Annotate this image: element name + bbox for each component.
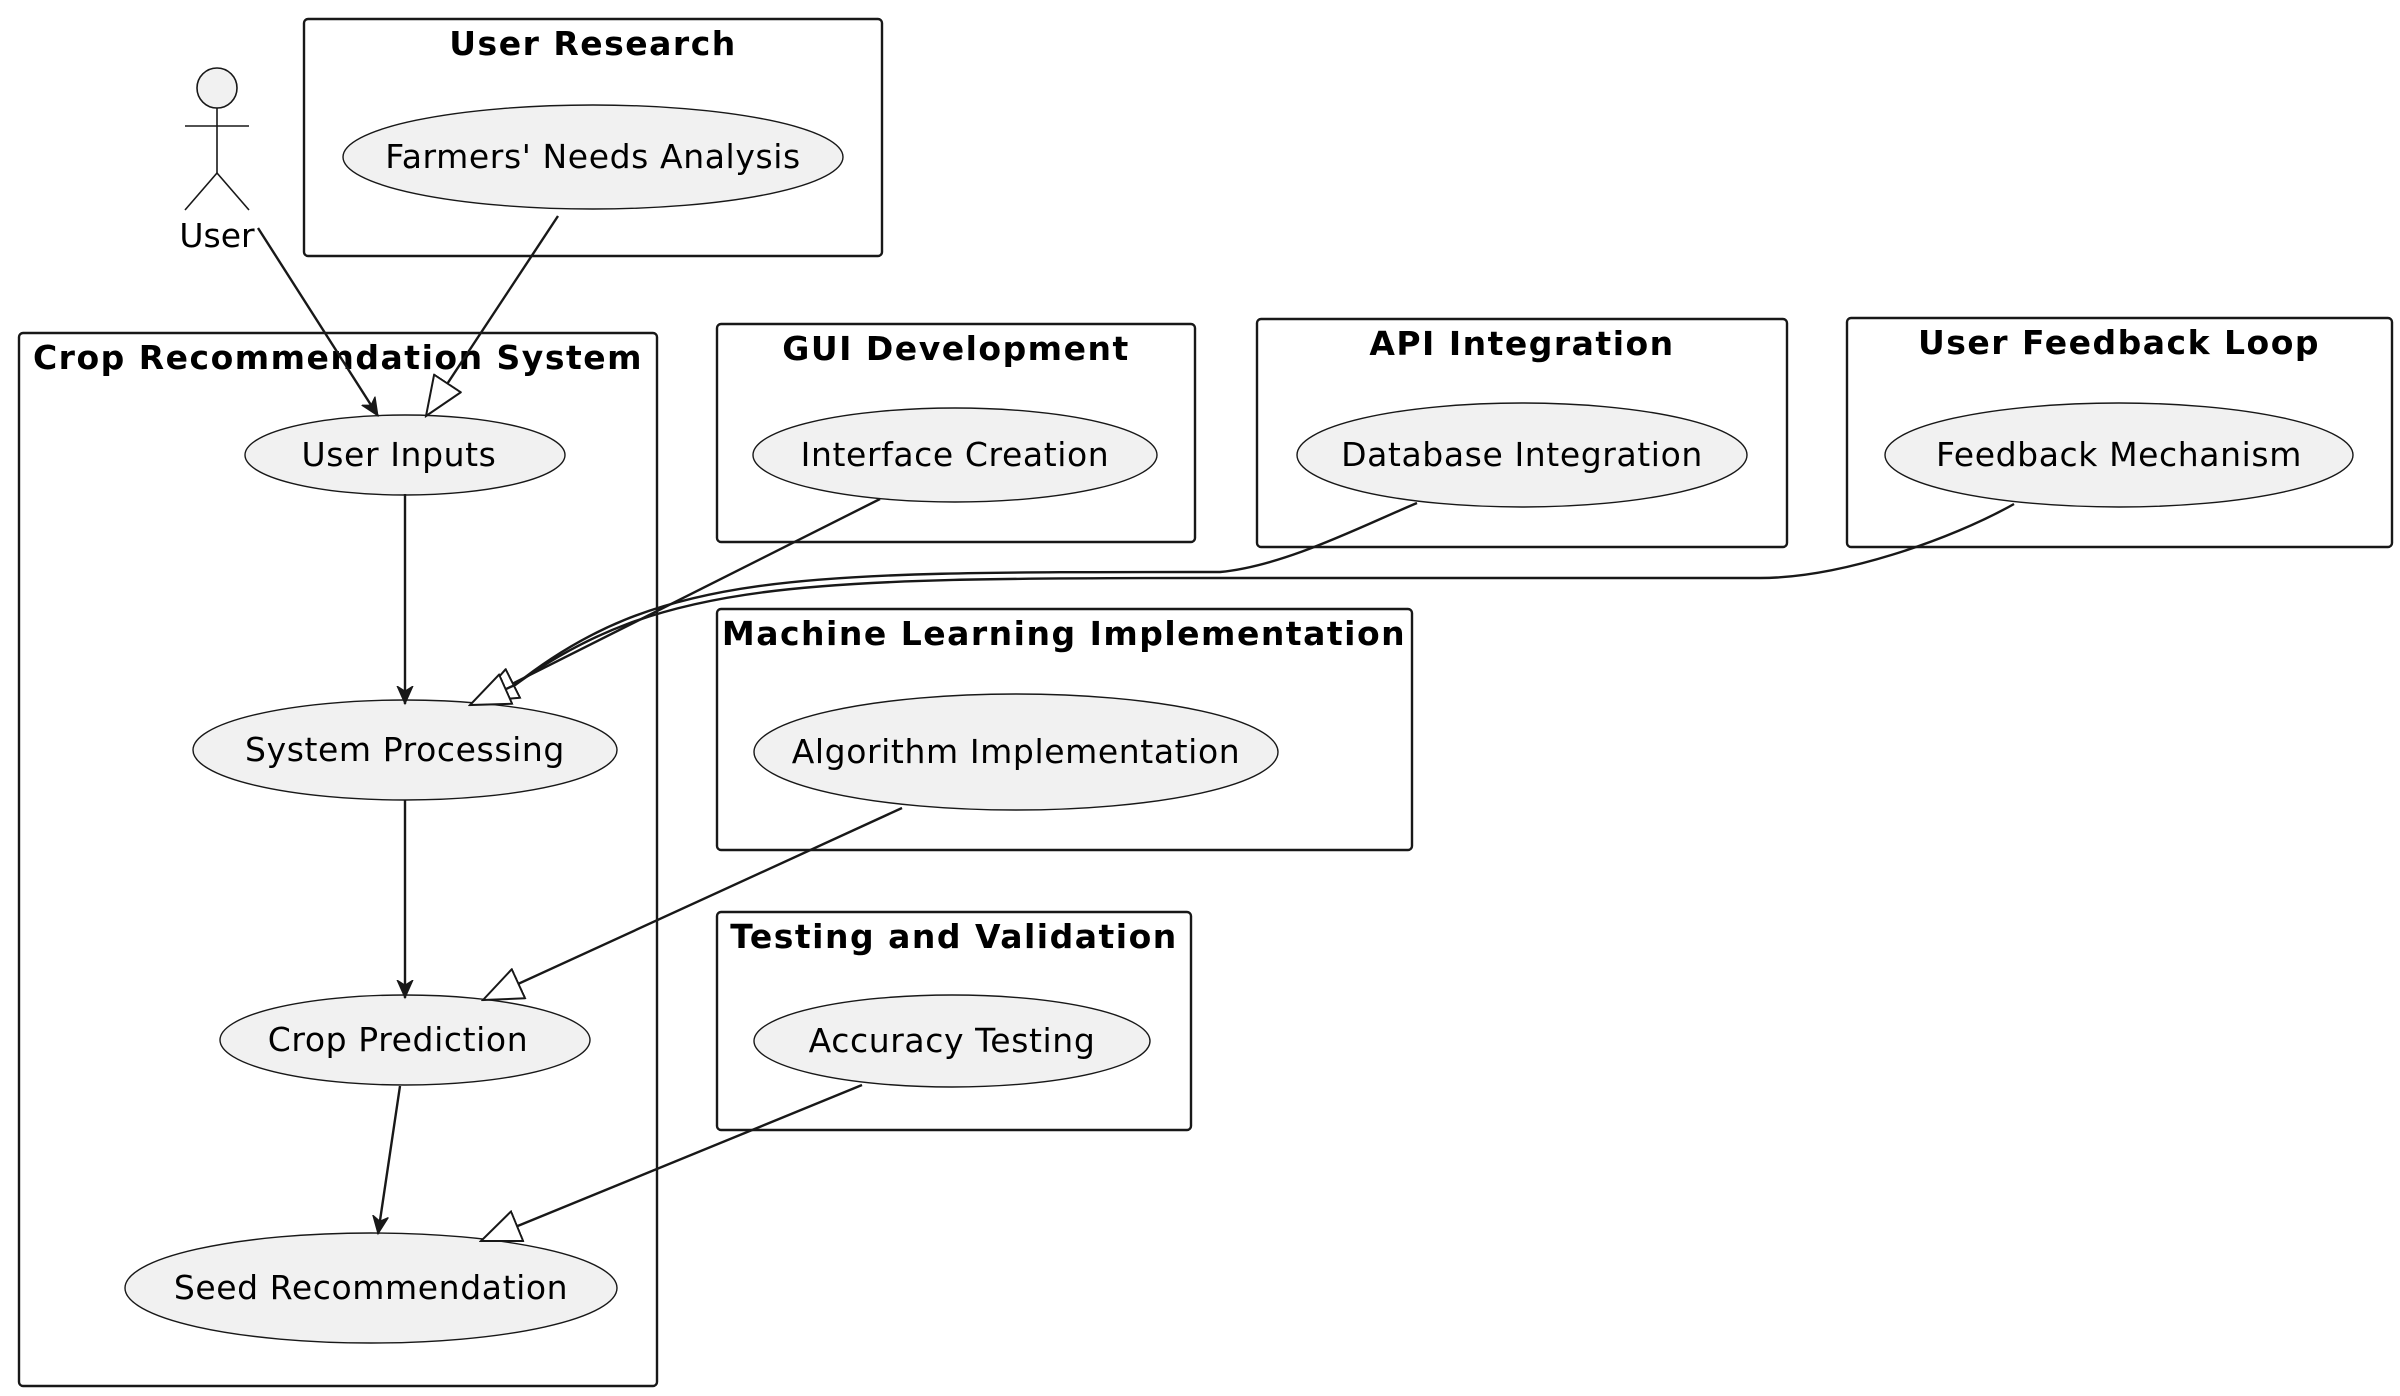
usecase-interface-creation[interactable]: Interface Creation — [752, 407, 1158, 503]
edge-interface-creation-to-system-processing — [478, 497, 881, 701]
usecase-database-integration[interactable]: Database Integration — [1296, 402, 1748, 508]
usecase-ellipse — [1884, 402, 2354, 508]
usecase-seed-recommendation[interactable]: Seed Recommendation — [124, 1232, 618, 1344]
usecase-ellipse — [753, 693, 1279, 811]
actor-right-leg — [216, 172, 250, 211]
package-testing-and-validation: Testing and Validation Accuracy Testing — [715, 910, 1193, 1132]
usecase-label: Seed Recommendation — [174, 1268, 568, 1307]
usecase-label: Accuracy Testing — [809, 1021, 1096, 1060]
package-crop-recommendation-system: Crop Recommendation System User Inputs S… — [17, 331, 659, 1388]
edge-user-to-user-inputs — [256, 227, 380, 416]
usecase-label: Interface Creation — [801, 435, 1110, 474]
usecase-ellipse — [1296, 402, 1748, 508]
package-title: Testing and Validation — [730, 917, 1177, 956]
package-title: User Research — [449, 24, 737, 63]
package-machine-learning-implementation: Machine Learning Implementation Algorith… — [715, 607, 1414, 852]
usecase-label: User Inputs — [302, 435, 497, 474]
usecase-ellipse — [342, 104, 844, 210]
usecase-crop-prediction[interactable]: Crop Prediction — [219, 994, 591, 1086]
actor-left-leg — [184, 172, 218, 211]
package-user-research: User Research Farmers' Needs Analysis — [302, 17, 884, 258]
package-title: Crop Recommendation System — [33, 338, 643, 377]
actor-head — [196, 67, 238, 109]
usecase-label: System Processing — [245, 730, 565, 769]
usecase-user-inputs[interactable]: User Inputs — [244, 414, 566, 496]
package-user-feedback-loop: User Feedback Loop Feedback Mechanism — [1845, 316, 2394, 549]
package-title: Machine Learning Implementation — [722, 614, 1406, 653]
package-gui-development: GUI Development Interface Creation — [715, 322, 1197, 544]
edge-database-integration-to-system-processing — [470, 501, 1418, 707]
usecase-label: Crop Prediction — [268, 1020, 528, 1059]
usecase-system-processing[interactable]: System Processing — [192, 699, 618, 801]
usecase-ellipse — [752, 407, 1158, 503]
package-title: API Integration — [1369, 324, 1674, 363]
package-frame — [17, 331, 659, 1388]
usecase-feedback-mechanism[interactable]: Feedback Mechanism — [1884, 402, 2354, 508]
usecase-ellipse — [124, 1232, 618, 1344]
edge-accuracy-testing-to-seed-recommendation — [481, 1083, 863, 1243]
actor-label: User — [179, 216, 255, 255]
usecase-ellipse — [753, 994, 1151, 1088]
package-title: User Feedback Loop — [1918, 323, 2320, 362]
package-api-integration: API Integration Database Integration — [1255, 317, 1789, 549]
usecase-label: Algorithm Implementation — [792, 732, 1241, 771]
usecase-algorithm-implementation[interactable]: Algorithm Implementation — [753, 693, 1279, 811]
edge-crop-prediction-to-seed-recommendation — [378, 1085, 402, 1234]
usecase-accuracy-testing[interactable]: Accuracy Testing — [753, 994, 1151, 1088]
usecase-farmers-needs-analysis[interactable]: Farmers' Needs Analysis — [342, 104, 844, 210]
package-title: GUI Development — [782, 329, 1129, 368]
relations — [256, 215, 2015, 1243]
edge-needs-analysis-to-user-inputs — [426, 215, 560, 416]
usecase-label: Farmers' Needs Analysis — [385, 137, 801, 176]
edge-feedback-mechanism-to-system-processing — [514, 502, 2015, 686]
edge-algorithm-implementation-to-crop-prediction — [483, 806, 903, 1000]
actor-user[interactable]: User — [179, 67, 255, 255]
usecase-label: Feedback Mechanism — [1936, 435, 2302, 474]
usecase-label: Database Integration — [1341, 435, 1703, 474]
